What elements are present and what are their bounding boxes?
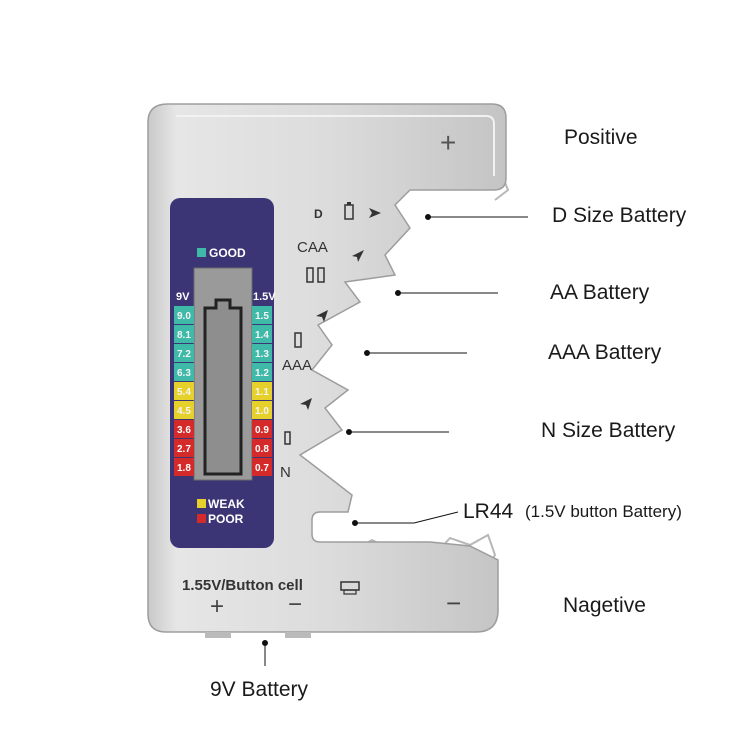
bottom-minus-symbol: − xyxy=(288,591,302,618)
weak-label: WEAK xyxy=(208,497,245,511)
arrow-icon xyxy=(300,398,312,410)
arrow-icon xyxy=(352,250,364,262)
scale-value-1-5v: 1.1 xyxy=(255,387,269,398)
scale-band-9v xyxy=(174,420,194,438)
poor-swatch xyxy=(197,514,206,523)
scale-value-9v: 4.5 xyxy=(177,406,191,417)
scale-band-1-5v xyxy=(252,420,272,438)
scale-value-9v: 3.6 xyxy=(177,425,191,436)
scale-value-1-5v: 0.8 xyxy=(255,444,269,455)
button-cell-icon xyxy=(340,581,360,595)
right-minus-symbol: − xyxy=(446,588,461,618)
callout-aa: AA Battery xyxy=(550,281,650,304)
scale-band-1-5v xyxy=(252,382,272,400)
leader-lines xyxy=(262,214,528,666)
scale-1-5v: 1.5 1.4 1.3 1.2 1.1 1.0 0.9 0.8 0.7 xyxy=(252,306,272,476)
scale-band-1-5v xyxy=(252,439,272,457)
button-cell-label: 1.55V/Button cell xyxy=(182,577,303,594)
arrow-icon xyxy=(316,310,328,322)
scale-band-9v xyxy=(174,458,194,476)
callout-lr44: LR44 xyxy=(463,500,514,523)
scale-value-1-5v: 1.4 xyxy=(255,330,269,341)
scale-9v: 9.0 8.1 7.2 6.3 5.4 4.5 3.6 2.7 1.8 xyxy=(174,306,194,476)
good-swatch xyxy=(197,248,206,257)
scale-band-1-5v xyxy=(252,363,272,381)
scale-15v-header: 1.5V xyxy=(253,291,276,303)
scale-value-9v: 7.2 xyxy=(177,349,191,360)
scale-value-9v: 6.3 xyxy=(177,368,191,379)
scale-band-9v xyxy=(174,439,194,457)
slot-label-d: D xyxy=(314,207,323,221)
scale-band-1-5v xyxy=(252,458,272,476)
device-bevel xyxy=(176,115,495,176)
slot-label-caa: CAA xyxy=(297,239,328,256)
bottom-plus-symbol: + xyxy=(210,593,224,620)
caa-battery-icon xyxy=(306,267,314,283)
nine-v-terminal xyxy=(205,632,231,638)
callout-n-size: N Size Battery xyxy=(541,419,676,442)
scale-band-9v xyxy=(174,325,194,343)
scale-band-1-5v xyxy=(252,325,272,343)
scale-value-9v: 5.4 xyxy=(177,387,191,398)
scale-band-1-5v xyxy=(252,344,272,362)
scale-band-1-5v xyxy=(252,401,272,419)
callout-positive: Positive xyxy=(564,126,638,149)
scale-band-9v xyxy=(174,363,194,381)
good-label: GOOD xyxy=(209,246,246,260)
scale-band-9v xyxy=(174,382,194,400)
callout-d-size: D Size Battery xyxy=(552,204,687,227)
scale-9v-header: 9V xyxy=(176,291,190,303)
scale-value-1-5v: 0.7 xyxy=(255,463,269,474)
slot-label-n: N xyxy=(280,464,291,481)
aaa-battery-icon xyxy=(294,332,302,348)
scale-value-1-5v: 1.0 xyxy=(255,406,269,417)
caa-battery-icon xyxy=(317,267,325,283)
scale-value-1-5v: 1.5 xyxy=(255,311,269,322)
poor-label: POOR xyxy=(208,512,244,526)
scale-band-9v xyxy=(174,306,194,324)
top-plus-symbol: + xyxy=(440,127,456,158)
scale-value-9v: 8.1 xyxy=(177,330,191,341)
scale-band-9v xyxy=(174,401,194,419)
nine-v-terminal xyxy=(285,632,311,638)
scale-value-9v: 1.8 xyxy=(177,463,191,474)
scale-band-1-5v xyxy=(252,306,272,324)
callout-lr44-detail: (1.5V button Battery) xyxy=(525,502,682,521)
lcd-battery-icon xyxy=(203,298,243,476)
n-battery-icon xyxy=(284,431,291,445)
callout-aaa: AAA Battery xyxy=(548,341,662,364)
scale-value-9v: 9.0 xyxy=(177,311,191,322)
scale-value-9v: 2.7 xyxy=(177,444,191,455)
callout-negative: Nagetive xyxy=(563,594,646,617)
scale-value-1-5v: 0.9 xyxy=(255,425,269,436)
scale-value-1-5v: 1.3 xyxy=(255,349,269,360)
scale-value-1-5v: 1.2 xyxy=(255,368,269,379)
scale-band-9v xyxy=(174,344,194,362)
callout-9v: 9V Battery xyxy=(210,678,309,701)
arrow-icon xyxy=(369,208,381,218)
weak-swatch xyxy=(197,499,206,508)
slot-label-aaa: AAA xyxy=(282,357,312,374)
